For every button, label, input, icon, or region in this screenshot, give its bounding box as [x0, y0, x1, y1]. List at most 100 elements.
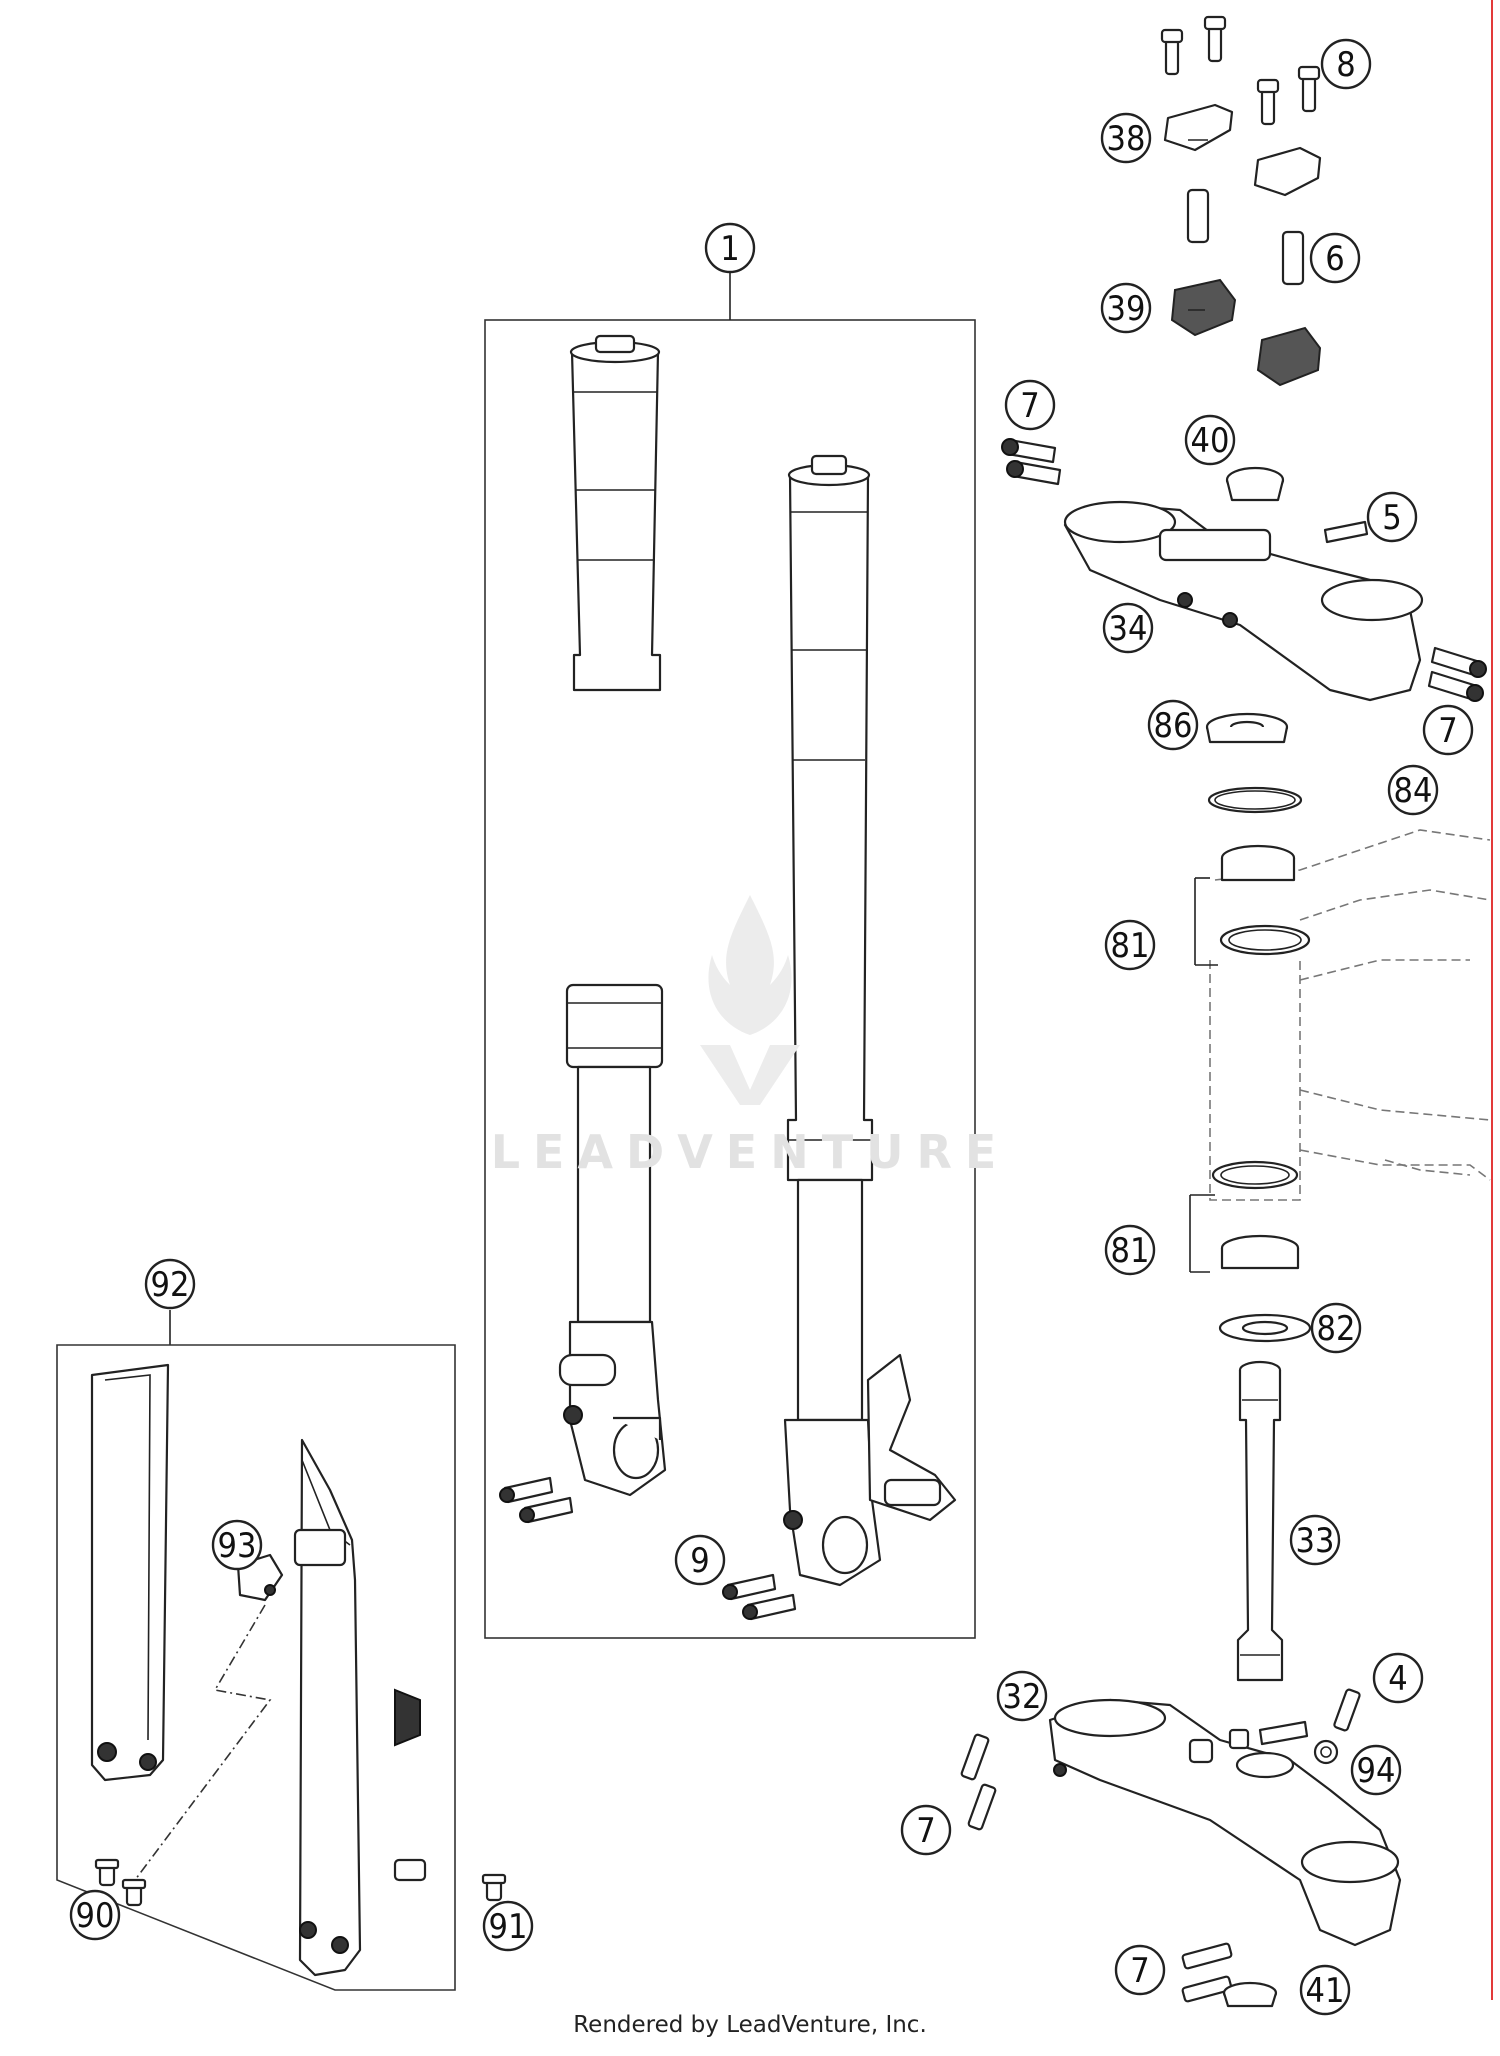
callout-40: 40	[1184, 414, 1236, 466]
lower-seal	[1218, 1313, 1312, 1343]
callout-circle	[69, 1889, 121, 1941]
callout-82: 82	[1310, 1302, 1362, 1354]
callout-94: 94	[1350, 1744, 1402, 1796]
callout-34: 34	[1102, 602, 1154, 654]
left-axle-bolts	[499, 1476, 574, 1524]
callout-circle	[1104, 1224, 1156, 1276]
callout-circle	[1310, 1302, 1362, 1354]
callout-label: 90	[76, 1896, 115, 1936]
callout-86: 86	[1147, 699, 1199, 751]
callout-92: 92	[144, 1258, 196, 1310]
callout-38: 38	[1100, 112, 1152, 164]
dust-seal	[1205, 712, 1289, 744]
pinch-nut	[1313, 1739, 1339, 1765]
callout-circle	[482, 1900, 534, 1952]
callout-circle	[1320, 38, 1372, 90]
upper-handlebar-clamps	[1163, 103, 1322, 197]
callout-circle	[1422, 704, 1474, 756]
callout-label: 81	[1111, 926, 1150, 966]
callout-circle	[1100, 112, 1152, 164]
upper-triple-clamp	[1063, 500, 1424, 702]
callout-circle	[996, 1670, 1048, 1722]
stem-cap	[1222, 1981, 1278, 2008]
callout-circle	[900, 1804, 952, 1856]
callout-label: 82	[1317, 1309, 1356, 1349]
callout-7: 7	[900, 1804, 952, 1856]
right-fork-guard	[293, 1438, 427, 1977]
callout-label: 81	[1111, 1231, 1150, 1271]
callout-circle	[1100, 282, 1152, 334]
callout-label: 92	[151, 1265, 190, 1305]
callout-label: 8	[1336, 45, 1355, 85]
callout-label: 5	[1382, 498, 1401, 538]
callout-label: 38	[1107, 119, 1146, 159]
callout-84: 84	[1387, 764, 1439, 816]
callout-circle	[1004, 379, 1056, 431]
watermark-text: LEADVENTURE	[490, 1125, 1010, 1179]
callout-circle	[1366, 491, 1418, 543]
callout-circle	[1104, 919, 1156, 971]
fork-guard-assembly	[56, 1310, 456, 1991]
callout-6: 6	[1309, 232, 1361, 284]
callout-label: 1	[720, 229, 739, 269]
callout-circle	[211, 1519, 263, 1571]
callout-circle	[704, 222, 756, 274]
watermark-logo	[690, 885, 810, 1110]
lower-triple-clamp-bolts	[960, 1733, 1233, 2003]
lower-handlebar-clamps	[1170, 278, 1322, 387]
upper-seal-ring	[1207, 786, 1303, 814]
handlebar-mount-bolts	[1186, 188, 1305, 286]
callout-91: 91	[482, 1900, 534, 1952]
callout-90: 90	[69, 1889, 121, 1941]
callout-circle	[1147, 699, 1199, 751]
callout-label: 40	[1191, 421, 1230, 461]
callout-33: 33	[1289, 1514, 1341, 1566]
leader-lines	[1188, 139, 1208, 311]
callout-93: 93	[211, 1519, 263, 1571]
callout-9: 9	[674, 1534, 726, 1586]
callout-label: 9	[690, 1541, 709, 1581]
callout-label: 7	[1438, 711, 1457, 751]
left-fork-leg	[558, 334, 667, 1497]
callout-label: 32	[1003, 1677, 1042, 1717]
callout-circle	[1350, 1744, 1402, 1796]
callout-81: 81	[1104, 919, 1156, 971]
callout-circle	[674, 1534, 726, 1586]
callout-label: 7	[1130, 1951, 1149, 1991]
right-axle-bolts	[722, 1573, 797, 1621]
callout-circle	[1102, 602, 1154, 654]
callout-label: 41	[1306, 1971, 1345, 2011]
callout-circle	[1299, 1964, 1351, 2016]
callout-label: 84	[1394, 771, 1433, 811]
upper-bearing	[1219, 844, 1311, 956]
callout-label: 7	[916, 1811, 935, 1851]
callout-5: 5	[1366, 491, 1418, 543]
callout-circle	[1372, 1652, 1424, 1704]
callout-label: 86	[1154, 706, 1193, 746]
handlebar-clamp-bolts	[1160, 15, 1321, 126]
right-fork-leg	[783, 454, 957, 1587]
callout-label: 34	[1109, 609, 1148, 649]
callout-7: 7	[1004, 379, 1056, 431]
fork-guard-screws	[94, 1858, 147, 1907]
callout-circle	[1289, 1514, 1341, 1566]
callout-81: 81	[1104, 1224, 1156, 1276]
callout-circle	[1184, 414, 1236, 466]
callout-label: 91	[489, 1907, 528, 1947]
upper-triple-clamp-bolts	[1001, 438, 1487, 702]
guide-line	[134, 1604, 272, 1881]
callout-circle	[1387, 764, 1439, 816]
lower-triple-clamp	[1048, 1698, 1402, 1947]
pinch-bolt	[1323, 520, 1369, 544]
lower-bearing	[1211, 1160, 1300, 1270]
steering-stem	[1236, 1360, 1284, 1682]
fork-guard-frame	[56, 1344, 456, 1991]
callout-4: 4	[1372, 1652, 1424, 1704]
callout-8: 8	[1320, 38, 1372, 90]
callout-circle	[1309, 232, 1361, 284]
fork-guard-screw-91	[481, 1873, 507, 1902]
callout-7: 7	[1114, 1944, 1166, 1996]
callout-label: 94	[1357, 1751, 1396, 1791]
